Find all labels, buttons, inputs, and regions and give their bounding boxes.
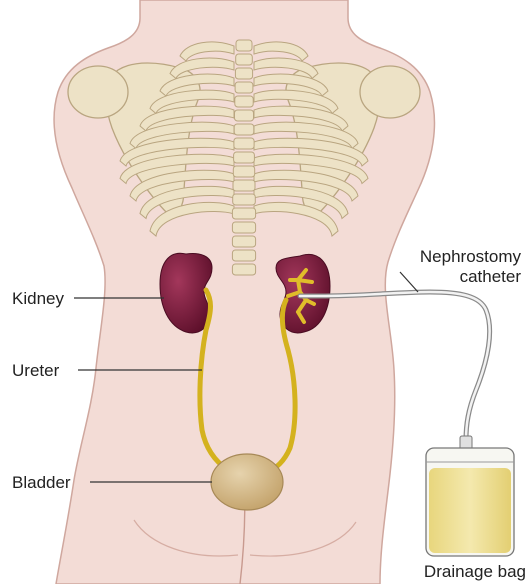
- left-humerus-head: [68, 66, 128, 118]
- vertebra: [235, 68, 252, 79]
- vertebra: [233, 166, 254, 177]
- nephrostomy-label-line2: catheter: [460, 267, 522, 286]
- vertebra: [235, 82, 253, 93]
- vertebra: [236, 54, 253, 65]
- bladder-label: Bladder: [12, 473, 71, 492]
- vertebra: [232, 236, 255, 247]
- vertebra: [236, 40, 252, 51]
- vertebra: [232, 208, 255, 219]
- vertebra: [234, 152, 255, 163]
- drainage-bag-label: Drainage bag: [424, 562, 526, 581]
- bladder: [211, 454, 283, 510]
- nephrostomy-leader: [400, 272, 418, 292]
- vertebra: [235, 96, 253, 107]
- vertebra: [233, 180, 255, 191]
- vertebra: [232, 222, 255, 233]
- vertebra: [233, 194, 256, 205]
- kidney-label: Kidney: [12, 289, 64, 308]
- spine: [232, 40, 255, 275]
- vertebra: [235, 110, 254, 121]
- right-humerus-head: [360, 66, 420, 118]
- vertebra: [232, 250, 255, 261]
- vertebra: [232, 264, 255, 275]
- nephrostomy-label-line1: Nephrostomy: [420, 247, 522, 266]
- ureter-label: Ureter: [12, 361, 60, 380]
- drainage-bag-fluid: [429, 468, 511, 553]
- vertebra: [234, 124, 254, 135]
- vertebra: [234, 138, 254, 149]
